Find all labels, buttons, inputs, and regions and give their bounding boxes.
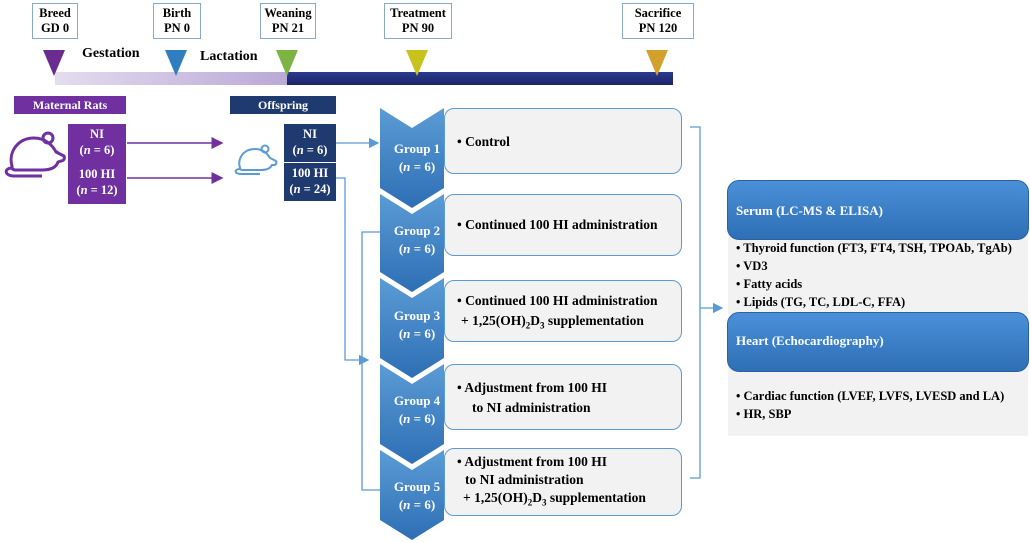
offspring-header: Offspring (230, 96, 336, 114)
maternal-rats-header: Maternal Rats (14, 96, 126, 114)
treatment-marker (406, 50, 428, 76)
group-3-box: • Continued 100 HI administration + 1,25… (444, 280, 682, 342)
serum-item-lipids: • Lipids (TG, TC, LDL-C, FFA) (736, 295, 906, 309)
heart-header: Heart (Echocardiography) (727, 312, 1029, 372)
birth-marker (165, 50, 187, 76)
group-3-chevron (380, 278, 444, 378)
group-1-label: Group 1 (n = 6) (393, 141, 441, 174)
group-4-box: • Adjustment from 100 HI to NI administr… (444, 364, 682, 430)
phase-gestation: Gestation (82, 46, 140, 61)
group-1-box: • Control (444, 108, 682, 174)
group-1-chevron (380, 108, 444, 208)
phase-lactation: Lactation (200, 49, 258, 64)
breed-marker (43, 50, 65, 76)
sacrifice-marker (646, 50, 668, 76)
heart-item-hr-sbp: • HR, SBP (736, 407, 792, 421)
serum-item-vd3: • VD3 (736, 259, 768, 273)
offspring-100hi-cell: 100 HI (n = 24) (284, 163, 336, 201)
group-5-box: • Adjustment from 100 HI to NI administr… (444, 448, 682, 516)
heart-panel: • Cardiac function (LVEF, LVFS, LVESD an… (728, 360, 1028, 436)
group-5-label: Group 5 (n = 6) (393, 479, 441, 512)
group-2-chevron (380, 194, 444, 292)
offspring-ni-cell: NI (n = 6) (284, 124, 336, 162)
group-chevrons (380, 108, 444, 540)
group-2-label: Group 2 (n = 6) (393, 223, 441, 256)
timeline-bar-early (55, 72, 287, 85)
group-4-chevron (380, 364, 444, 464)
maternal-rat-icon (4, 131, 66, 178)
offspring-rat-icon (234, 144, 278, 175)
group-5-chevron (380, 450, 444, 540)
heart-item-cardiac: • Cardiac function (LVEF, LVFS, LVESD an… (736, 389, 1005, 403)
serum-panel: • Thyroid function (FT3, FT4, TSH, TPOAb… (728, 228, 1028, 314)
serum-header: Serum (LC-MS & ELISA) (727, 180, 1029, 240)
weaning-marker (276, 50, 298, 76)
maternal-ni-cell: NI (n = 6) (68, 124, 126, 164)
serum-item-fatty-acids: • Fatty acids (736, 277, 803, 291)
group-3-label: Group 3 (n = 6) (393, 308, 441, 341)
maternal-100hi-cell: 100 HI (n = 12) (68, 164, 126, 204)
timeline-markers (43, 50, 668, 76)
group-4-label: Group 4 (n = 6) (393, 393, 441, 426)
timeline-bar-late (287, 72, 673, 85)
group-2-box: • Continued 100 HI administration (444, 194, 682, 256)
serum-item-thyroid: • Thyroid function (FT3, FT4, TSH, TPOAb… (736, 241, 1012, 255)
